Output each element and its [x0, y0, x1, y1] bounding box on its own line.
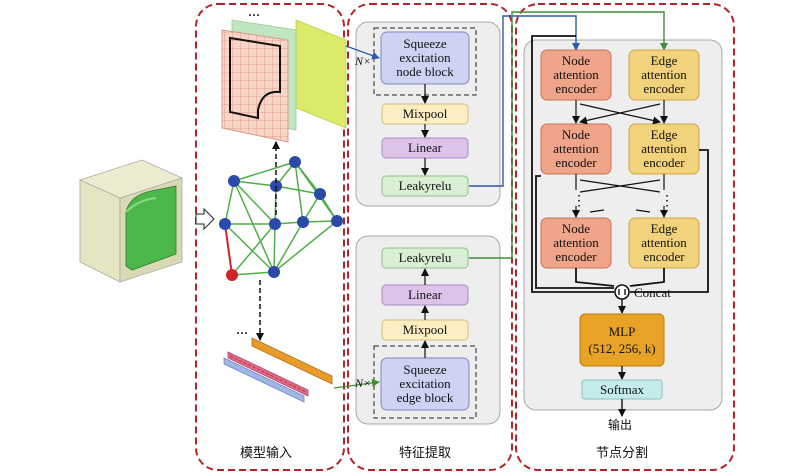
- edge-enc-3-l3: encoder: [643, 249, 685, 264]
- edge-enc-2-text: Edge attention encoder: [629, 124, 699, 174]
- se-node-line3: node block: [396, 64, 454, 79]
- node-enc-1-text: Node attention encoder: [541, 50, 611, 100]
- se-edge-text: Squeeze excitation edge block: [381, 358, 469, 410]
- node-enc-3-text: Node attention encoder: [541, 218, 611, 268]
- cross-connections-2: [572, 174, 668, 218]
- linear-bottom-label: Linear: [408, 287, 442, 302]
- mlp-line2: (512, 256, k): [588, 340, 656, 356]
- mixpool-top-label: Mixpool: [402, 106, 448, 121]
- repeat-node-label: N×: [355, 54, 372, 68]
- node-enc-2-text: Node attention encoder: [541, 124, 611, 174]
- cad-model: [78, 159, 184, 283]
- graph-node-red: [226, 269, 238, 281]
- concat-label: Concat: [634, 285, 671, 300]
- input-caption: 模型输入: [240, 446, 293, 461]
- edge-to-edgeblock-arrow: [333, 378, 380, 389]
- grid-to-node-arrow: [345, 45, 380, 60]
- edge-enc-1-text: Edge attention encoder: [629, 50, 699, 100]
- segment-caption: 节点分割: [596, 446, 649, 461]
- edge-enc-1-l3: encoder: [643, 81, 685, 96]
- node-enc-3-l3: encoder: [555, 249, 597, 264]
- node-enc-3-l1: Node: [561, 221, 591, 236]
- grid-ellipsis: ···: [248, 8, 261, 22]
- edge-enc-1-l2: attention: [641, 67, 687, 82]
- node-enc-3-l2: attention: [553, 235, 599, 250]
- graph-nodes: [219, 156, 343, 278]
- edge-enc-2-l3: encoder: [643, 155, 685, 170]
- edge-strips: [223, 337, 333, 403]
- node-enc-1-l2: attention: [553, 67, 599, 82]
- output-label: 输出: [608, 418, 633, 432]
- concat-node: [614, 284, 630, 300]
- leaky-bottom-label: Leakyrelu: [398, 250, 452, 265]
- node-feature-route: [469, 15, 580, 187]
- se-edge-line1: Squeeze: [403, 362, 447, 377]
- mixpool-bottom-label: Mixpool: [402, 322, 448, 337]
- dots-left: ⋮: [572, 194, 586, 209]
- node-enc-1-l1: Node: [561, 53, 591, 68]
- strip-ellipsis: ···: [236, 326, 249, 340]
- edge-enc-3-l1: Edge: [650, 221, 678, 236]
- graph: [224, 161, 338, 276]
- se-node-line2: excitation: [399, 50, 451, 65]
- softmax-label: Softmax: [599, 381, 645, 397]
- cross-connections-1: [572, 100, 668, 125]
- graph-red-edge: [224, 223, 233, 276]
- edge-enc-3-text: Edge attention encoder: [629, 218, 699, 268]
- leaky-top-label: Leakyrelu: [398, 178, 452, 193]
- edge-enc-2-l2: attention: [641, 141, 687, 156]
- edge-enc-3-l2: attention: [641, 235, 687, 250]
- leaky-top: [381, 175, 469, 197]
- edge-feature-route: [469, 11, 668, 259]
- edge-enc-1-l1: Edge: [650, 53, 678, 68]
- se-node-text: Squeeze excitation node block: [381, 32, 469, 84]
- feature-caption: 特征提取: [399, 446, 452, 461]
- concat-inputs: [531, 35, 709, 293]
- mlp-line1: MLP: [608, 323, 636, 339]
- mlp-text: MLP (512, 256, k): [580, 314, 664, 366]
- se-edge-line3: edge block: [396, 390, 454, 405]
- segment-panel: [515, 3, 735, 471]
- se-edge-line2: excitation: [399, 376, 451, 391]
- repeat-edge-label: N×: [355, 376, 372, 390]
- node-enc-2-l1: Node: [561, 127, 591, 142]
- node-enc-1-l3: encoder: [555, 81, 597, 96]
- node-enc-2-l3: encoder: [555, 155, 597, 170]
- input-arrow: [195, 207, 215, 231]
- node-enc-2-l2: attention: [553, 141, 599, 156]
- dots-right: ⋮: [660, 194, 674, 209]
- uv-grid-stack: [221, 19, 347, 143]
- se-node-line1: Squeeze: [403, 36, 447, 51]
- edge-enc-2-l1: Edge: [650, 127, 678, 142]
- linear-top-label: Linear: [408, 140, 442, 155]
